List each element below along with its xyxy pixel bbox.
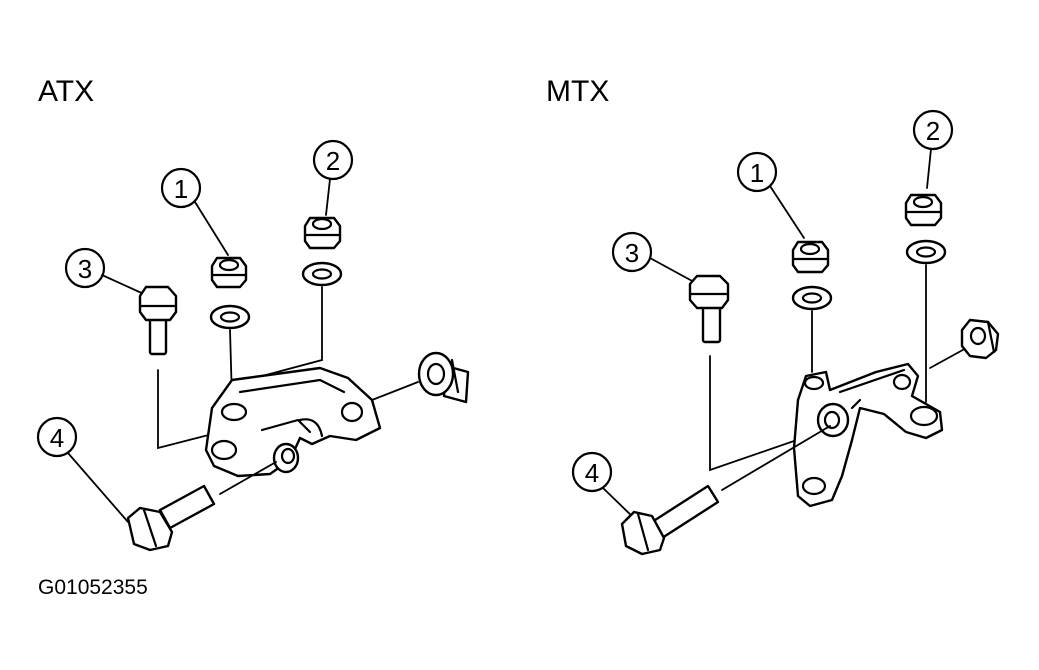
mtx-callout-1: 1 bbox=[736, 151, 805, 239]
svg-text:3: 3 bbox=[78, 254, 92, 284]
svg-text:4: 4 bbox=[585, 458, 599, 488]
atx-align-line-2 bbox=[239, 286, 323, 383]
figure-id: G01052355 bbox=[38, 576, 148, 599]
svg-text:1: 1 bbox=[174, 174, 188, 204]
mtx-nut-2 bbox=[904, 193, 943, 227]
atx-align-line-3 bbox=[157, 369, 229, 450]
mtx-callout-2: 2 bbox=[912, 109, 954, 189]
mtx-bolt-4 bbox=[620, 425, 831, 556]
atx-nut-2 bbox=[303, 216, 342, 250]
svg-text:4: 4 bbox=[50, 423, 64, 453]
mtx-align-line-side bbox=[929, 345, 971, 369]
mtx-title: MTX bbox=[546, 75, 609, 108]
atx-callout-4: 4 bbox=[36, 416, 129, 523]
atx-panel: ATX 1 2 3 4 bbox=[36, 75, 470, 552]
mtx-nut-1 bbox=[791, 240, 830, 274]
mtx-callout-3: 3 bbox=[611, 231, 695, 283]
svg-text:1: 1 bbox=[750, 158, 764, 188]
svg-text:2: 2 bbox=[326, 146, 340, 176]
mtx-side-nut bbox=[960, 318, 1000, 360]
atx-mount-bracket bbox=[204, 366, 382, 478]
atx-title: ATX bbox=[38, 75, 94, 108]
atx-callout-2: 2 bbox=[312, 139, 354, 216]
svg-text:2: 2 bbox=[926, 116, 940, 146]
svg-text:3: 3 bbox=[625, 238, 639, 268]
atx-callout-1: 1 bbox=[160, 167, 229, 256]
atx-bolt-4 bbox=[126, 461, 277, 552]
mtx-align-line-3 bbox=[709, 355, 821, 472]
atx-bolt-3 bbox=[138, 285, 178, 356]
atx-nut-1 bbox=[210, 256, 248, 289]
atx-callout-3: 3 bbox=[64, 247, 147, 296]
mtx-callout-4: 4 bbox=[571, 451, 637, 521]
mtx-panel: MTX 1 2 3 4 bbox=[546, 75, 1000, 556]
mtx-bolt-3 bbox=[688, 274, 730, 344]
atx-side-nut bbox=[417, 351, 470, 404]
atx-align-line-side bbox=[371, 381, 419, 401]
